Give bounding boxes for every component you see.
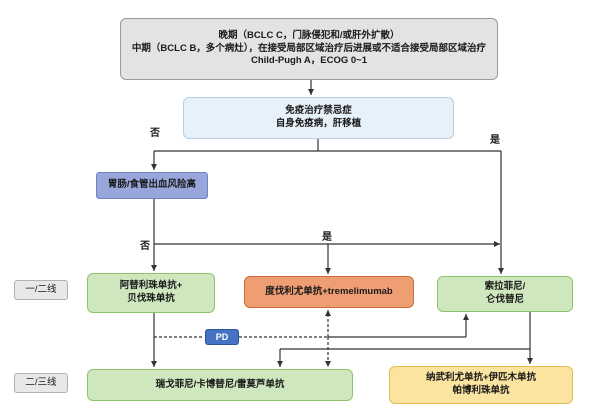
sorafenib-line-2: 仑伐替尼 [485, 294, 524, 305]
line-label-second-third: 二/三线 [14, 373, 68, 393]
stage-line-1: 晚期（BCLC C，门脉侵犯和/或肝外扩散） [218, 29, 400, 41]
line-label-second-third-text: 二/三线 [25, 376, 57, 388]
contraindication-detail: 自身免疫病，肝移植 [275, 118, 362, 129]
nivo-ipi-box: 纳武利尤单抗+伊匹木单抗 帕博利珠单抗 [389, 366, 573, 404]
nivo-line-1: 纳武利尤单抗+伊匹木单抗 [425, 372, 537, 384]
stage-line-3: Child-Pugh A，ECOG 0~1 [250, 55, 368, 67]
branch-label-yes-2: 是 [322, 232, 332, 243]
atezo-line-1: 阿替利珠单抗+ [119, 280, 183, 292]
bleeding-risk-label: 胃肠/食管出血风险高 [107, 179, 197, 191]
second-line-tki-label: 瑞戈菲尼/卡博替尼/雷莫芦单抗 [155, 378, 285, 390]
branch-label-yes-1: 是 [490, 135, 500, 146]
stage-line-2: 中期（BCLC B，多个病灶），在接受局部区域治疗后进展或不适合接受局部区域治疗 [131, 42, 487, 54]
bleeding-risk-box: 胃肠/食管出血风险高 [96, 172, 208, 199]
atezo-line-2: 贝伐珠单抗 [127, 293, 175, 304]
sorafenib-line-1: 索拉菲尼/ [484, 281, 526, 293]
branch-label-no-2: 否 [140, 241, 150, 252]
second-line-tki-box: 瑞戈菲尼/卡博替尼/雷莫芦单抗 [87, 369, 353, 401]
nivo-line-2: 帕博利珠单抗 [452, 385, 510, 396]
durvalumab-box: 度伐利尤单抗+tremelimumab [244, 276, 414, 308]
line-label-first-second: 一/二线 [14, 280, 68, 300]
branch-label-no-1: 否 [150, 128, 160, 139]
pd-label: PD [215, 331, 229, 342]
durvalumab-label: 度伐利尤单抗+tremelimumab [265, 285, 393, 297]
pd-box: PD [205, 329, 239, 345]
contraindication-box: 免疫治疗禁忌症 自身免疫病，肝移植 [183, 97, 454, 139]
line-label-first-second-text: 一/二线 [25, 283, 57, 295]
atezo-bev-box: 阿替利珠单抗+ 贝伐珠单抗 [87, 273, 215, 313]
stage-criteria-box: 晚期（BCLC C，门脉侵犯和/或肝外扩散） 中期（BCLC B，多个病灶），在… [120, 18, 498, 80]
sorafenib-box: 索拉菲尼/ 仑伐替尼 [437, 276, 573, 312]
contraindication-title: 免疫治疗禁忌症 [285, 105, 352, 117]
